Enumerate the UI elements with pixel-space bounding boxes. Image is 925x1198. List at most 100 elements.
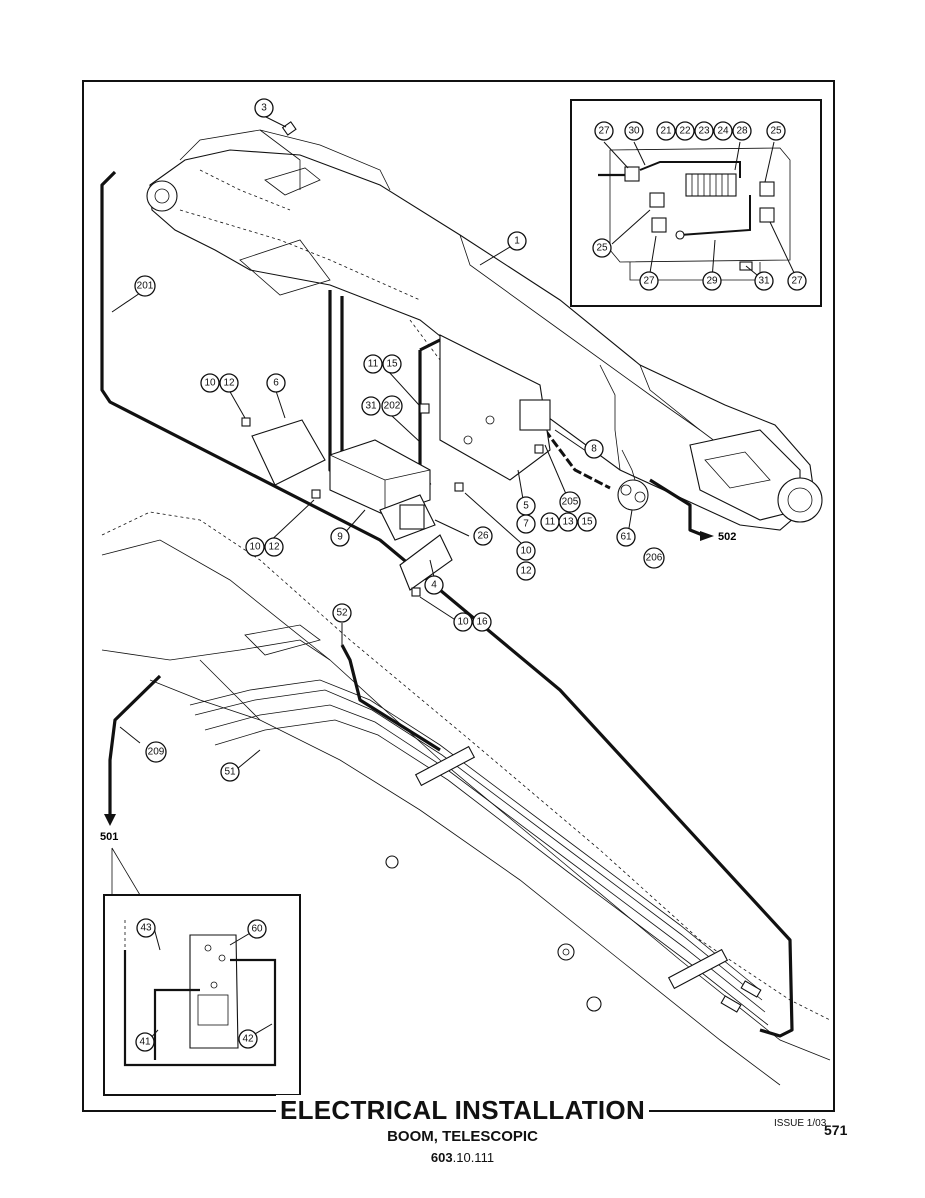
mounting-bracket-5 xyxy=(439,334,551,481)
callout-10c: 10 xyxy=(245,537,265,557)
callout-i27d: 27 xyxy=(787,271,807,291)
callout-61: 61 xyxy=(616,527,636,547)
svg-text:10: 10 xyxy=(457,617,469,628)
callout-5: 5 xyxy=(516,496,536,516)
callout-206: 206 xyxy=(643,547,665,569)
svg-text:6: 6 xyxy=(273,378,279,389)
svg-text:29: 29 xyxy=(706,276,718,287)
svg-text:11: 11 xyxy=(368,359,379,370)
svg-text:21: 21 xyxy=(660,126,672,137)
callout-13: 13 xyxy=(558,512,578,532)
callout-i27a: 27 xyxy=(594,121,614,141)
svg-text:7: 7 xyxy=(523,519,529,530)
callout-d41: 41 xyxy=(135,1032,155,1052)
svg-text:31: 31 xyxy=(365,401,377,412)
callout-1: 1 xyxy=(507,231,527,251)
svg-text:1: 1 xyxy=(514,236,520,247)
callout-11b: 11 xyxy=(540,512,560,532)
svg-text:27: 27 xyxy=(791,276,803,287)
svg-text:10: 10 xyxy=(520,546,532,557)
callout-i25b: 25 xyxy=(592,238,612,258)
callouts: 3 1 201 6 10 12 11 15 31 202 8 5 7 11 13… xyxy=(134,98,807,1052)
cover-plate-6 xyxy=(251,419,326,486)
harness-209 xyxy=(108,674,162,815)
outer-boom-section xyxy=(146,121,823,531)
svg-text:201: 201 xyxy=(137,281,154,292)
callout-52: 52 xyxy=(332,603,352,623)
svg-text:22: 22 xyxy=(679,126,691,137)
callout-i25a: 25 xyxy=(766,121,786,141)
page-title: ELECTRICAL INSTALLATION xyxy=(0,1094,925,1126)
callout-12c: 12 xyxy=(264,537,284,557)
svg-text:13: 13 xyxy=(562,517,574,528)
svg-text:61: 61 xyxy=(620,532,632,543)
svg-text:12: 12 xyxy=(520,566,532,577)
callout-i23: 23 xyxy=(694,121,714,141)
callout-i22: 22 xyxy=(675,121,695,141)
document-number: 603.10.111 xyxy=(430,1150,495,1165)
cover-4 xyxy=(399,534,453,591)
svg-text:10: 10 xyxy=(204,378,216,389)
svg-text:27: 27 xyxy=(643,276,655,287)
callout-4: 4 xyxy=(424,575,444,595)
inner-boom-section xyxy=(101,511,831,1086)
callout-202: 202 xyxy=(381,395,403,417)
svg-text:15: 15 xyxy=(386,359,398,370)
callout-10b: 10 xyxy=(516,541,536,561)
callout-12a: 12 xyxy=(219,373,239,393)
callout-6: 6 xyxy=(266,373,286,393)
page-subtitle: BOOM, TELESCOPIC xyxy=(387,1128,538,1145)
callout-d43: 43 xyxy=(136,918,156,938)
callout-i31: 31 xyxy=(754,271,774,291)
svg-text:206: 206 xyxy=(646,553,663,564)
callout-10d: 10 xyxy=(453,612,473,632)
harness-201 xyxy=(100,170,794,1038)
callout-205: 205 xyxy=(559,491,581,513)
callout-12b: 12 xyxy=(516,561,536,581)
ref-502: 502 xyxy=(718,531,736,543)
svg-text:3: 3 xyxy=(261,103,267,114)
arrow-501-icon xyxy=(104,814,116,826)
svg-text:23: 23 xyxy=(698,126,710,137)
chain-connector-61 xyxy=(617,449,649,511)
svg-text:11: 11 xyxy=(545,517,556,528)
callout-i24: 24 xyxy=(713,121,733,141)
callout-26: 26 xyxy=(473,526,493,546)
svg-text:5: 5 xyxy=(523,501,529,512)
arrow-502-icon xyxy=(700,531,714,541)
harness-205 xyxy=(543,429,611,490)
callout-209: 209 xyxy=(145,741,167,763)
svg-text:26: 26 xyxy=(477,531,489,542)
svg-text:12: 12 xyxy=(223,378,235,389)
svg-text:28: 28 xyxy=(736,126,748,137)
callout-i28: 28 xyxy=(732,121,752,141)
callout-3: 3 xyxy=(254,98,274,118)
svg-text:12: 12 xyxy=(268,542,280,553)
callout-10a: 10 xyxy=(200,373,220,393)
svg-text:27: 27 xyxy=(598,126,610,137)
svg-text:60: 60 xyxy=(251,924,263,935)
junction-box-9 xyxy=(329,439,436,541)
svg-text:41: 41 xyxy=(139,1037,151,1048)
svg-text:25: 25 xyxy=(770,126,782,137)
callout-i29: 29 xyxy=(702,271,722,291)
callout-7: 7 xyxy=(516,514,536,534)
callout-51: 51 xyxy=(220,762,240,782)
svg-text:42: 42 xyxy=(242,1034,254,1045)
callout-31: 31 xyxy=(361,396,381,416)
svg-text:202: 202 xyxy=(384,401,401,412)
svg-text:43: 43 xyxy=(140,923,152,934)
callout-8: 8 xyxy=(584,439,604,459)
callout-11a: 11 xyxy=(363,354,383,374)
svg-text:10: 10 xyxy=(249,542,261,553)
svg-text:4: 4 xyxy=(431,580,437,591)
svg-text:30: 30 xyxy=(628,126,640,137)
callout-i27b: 27 xyxy=(639,271,659,291)
svg-text:8: 8 xyxy=(591,444,597,455)
svg-text:16: 16 xyxy=(476,617,488,628)
inset-plate-detail xyxy=(103,847,301,1096)
svg-text:25: 25 xyxy=(596,243,608,254)
svg-text:24: 24 xyxy=(717,126,729,137)
svg-text:52: 52 xyxy=(336,608,348,619)
callout-i21: 21 xyxy=(656,121,676,141)
